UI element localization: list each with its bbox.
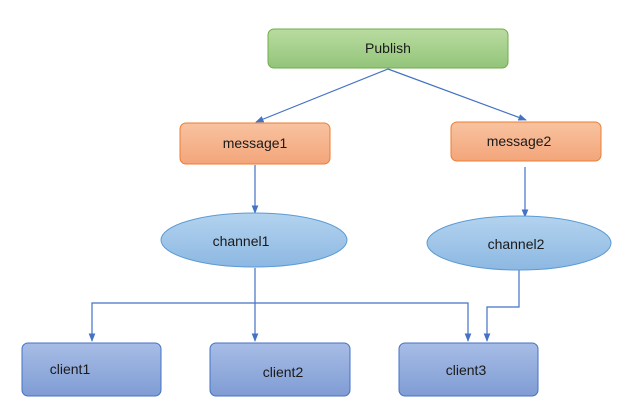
client1-box (21, 342, 162, 397)
client2-label: client2 (263, 364, 304, 380)
publish-box (267, 28, 509, 69)
publish-label: Publish (365, 40, 411, 56)
message1-label: message1 (223, 135, 288, 151)
channel1-label: channel1 (213, 233, 270, 249)
client2-box (209, 342, 351, 397)
channel2-ellipse (426, 215, 612, 271)
message2-box (450, 121, 602, 162)
client1-node: client1 (21, 342, 162, 397)
publish-node: Publish (267, 28, 509, 69)
client3-label: client3 (446, 362, 487, 378)
edge-channel2-client3 (483, 270, 520, 342)
message1-node: message1 (179, 122, 331, 165)
channel1-node: channel1 (160, 212, 348, 268)
message1-box (179, 122, 331, 165)
client3-node: client3 (398, 342, 539, 397)
channel2-label: channel2 (488, 236, 545, 252)
client3-box (398, 342, 539, 397)
channel2-node: channel2 (426, 215, 612, 271)
edge-channel1-client1 (88, 302, 255, 342)
edge-channel1-client3 (255, 302, 472, 342)
message2-label: message2 (487, 133, 552, 149)
edges (88, 68, 529, 342)
edge-publish-message1 (255, 68, 389, 123)
edge-publish-message2 (387, 68, 527, 121)
channel1-ellipse (160, 212, 348, 268)
message2-node: message2 (450, 121, 602, 162)
client1-label: client1 (50, 361, 91, 377)
client2-node: client2 (209, 342, 351, 397)
